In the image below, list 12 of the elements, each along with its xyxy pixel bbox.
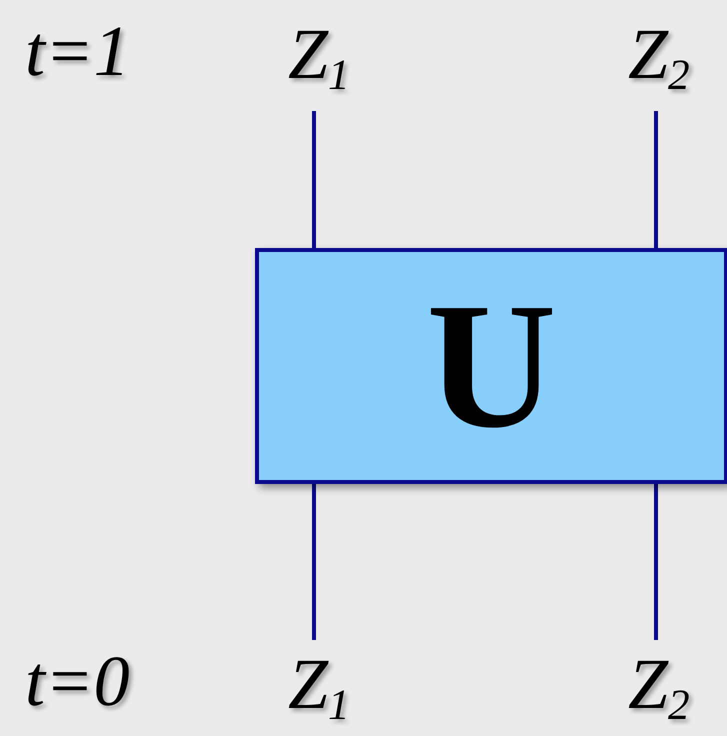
wire-line	[312, 111, 316, 248]
wire-line	[312, 484, 316, 640]
time-label: t=1	[25, 15, 130, 87]
gate-label: U	[426, 276, 556, 456]
time-label: t=0	[25, 645, 130, 717]
wire-line	[654, 484, 658, 640]
wire-label: Z$_{2}$	[628, 648, 690, 727]
wire-label: Z$_{2}$	[628, 18, 690, 97]
wire-label: Z$_{1}$	[288, 648, 350, 727]
wire-line	[654, 111, 658, 248]
wire-label: Z$_{1}$	[288, 18, 350, 97]
gate-box	[255, 248, 727, 484]
